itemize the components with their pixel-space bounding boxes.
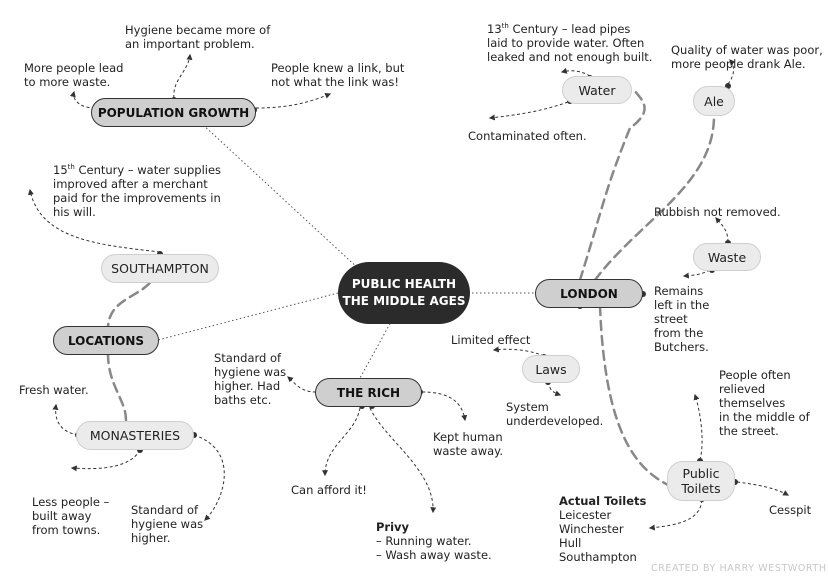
- note-privy: Privy – Running water. – Wash away waste…: [376, 520, 492, 562]
- arrow-standard-rich: [287, 376, 317, 393]
- node-public-toilets[interactable]: Public Toilets: [667, 461, 735, 501]
- arrow-quality: [727, 59, 736, 85]
- node-label: Water: [578, 82, 616, 98]
- arrow-fresh-water: [52, 403, 79, 436]
- node-label: SOUTHAMPTON: [111, 261, 209, 276]
- node-label: LOCATIONS: [67, 333, 145, 348]
- node-label-line1: Public: [682, 466, 720, 481]
- note-actual-toilets: Actual Toilets Leicester Winchester Hull…: [559, 494, 647, 564]
- node-the-rich[interactable]: THE RICH: [315, 378, 422, 407]
- node-label: POPULATION GROWTH: [97, 105, 250, 120]
- node-ale[interactable]: Ale: [693, 86, 735, 116]
- arrow-lead-pipes: [560, 67, 591, 77]
- node-label: Laws: [535, 361, 567, 377]
- credit-text: CREATED BY HARRY WESTWORTH: [651, 563, 827, 574]
- center-title-line1: PUBLIC HEALTH: [351, 277, 457, 291]
- arrow-remains: [682, 269, 711, 279]
- arrow-standard-monasteries: [193, 434, 225, 521]
- node-label: LONDON: [560, 286, 618, 301]
- link-london-toilets: [598, 304, 670, 487]
- note-rubbish: Rubbish not removed.: [654, 205, 781, 219]
- arrow-privy: [369, 407, 437, 514]
- node-london[interactable]: LONDON: [535, 279, 643, 308]
- note-southampton: 15th Century – water supplies improved a…: [53, 163, 222, 219]
- arrow-rubbish: [715, 217, 729, 243]
- arrow-more-people: [69, 90, 96, 109]
- arrow-relieved: [693, 393, 703, 461]
- arrow-less-people: [70, 449, 141, 472]
- note-afford: Can afford it!: [291, 483, 367, 497]
- arrow-hygiene: [173, 53, 193, 99]
- center-title-line2: THE MIDDLE AGES: [342, 294, 466, 308]
- arrow-afford: [322, 407, 361, 477]
- node-label: MONASTERIES: [89, 428, 181, 443]
- node-label-line2: Toilets: [681, 481, 721, 496]
- node-locations[interactable]: LOCATIONS: [53, 326, 159, 355]
- arrow-cesspit: [736, 481, 790, 496]
- link-center-locations: [157, 292, 339, 341]
- link-london-ale: [593, 114, 716, 282]
- node-southampton[interactable]: SOUTHAMPTON: [101, 254, 219, 283]
- center-node[interactable]: PUBLIC HEALTH THE MIDDLE AGES: [338, 262, 470, 324]
- link-locations-monasteries: [106, 352, 128, 422]
- node-label: Waste: [707, 249, 747, 265]
- node-label: Ale: [704, 93, 724, 109]
- arrow-contaminated: [488, 101, 569, 121]
- arrow-kept: [421, 391, 468, 422]
- node-population-growth[interactable]: POPULATION GROWTH: [91, 98, 256, 127]
- note-lead-pipes: 13th Century – lead pipes laid to provid…: [487, 22, 653, 64]
- node-label: THE RICH: [336, 385, 401, 400]
- link-southampton-locations: [106, 254, 162, 329]
- arrow-limited: [492, 346, 545, 357]
- node-laws[interactable]: Laws: [522, 355, 580, 383]
- node-monasteries[interactable]: MONASTERIES: [76, 421, 194, 450]
- link-center-rich: [359, 319, 393, 379]
- arrow-actual-toilets: [648, 499, 703, 531]
- node-waste[interactable]: Waste: [693, 243, 761, 271]
- note-limited: Limited effect: [451, 333, 531, 347]
- note-contaminated: Contaminated often.: [468, 129, 587, 143]
- arrow-southampton-note: [28, 188, 161, 253]
- arrow-link: [255, 92, 332, 109]
- link-center-population: [199, 121, 361, 271]
- note-fresh-water: Fresh water.: [19, 383, 89, 397]
- note-cesspit: Cesspit: [769, 503, 812, 517]
- node-water[interactable]: Water: [562, 76, 632, 104]
- note-quality-water: Quality of water was poor,more people dr…: [671, 43, 823, 71]
- link-london-water: [578, 88, 646, 282]
